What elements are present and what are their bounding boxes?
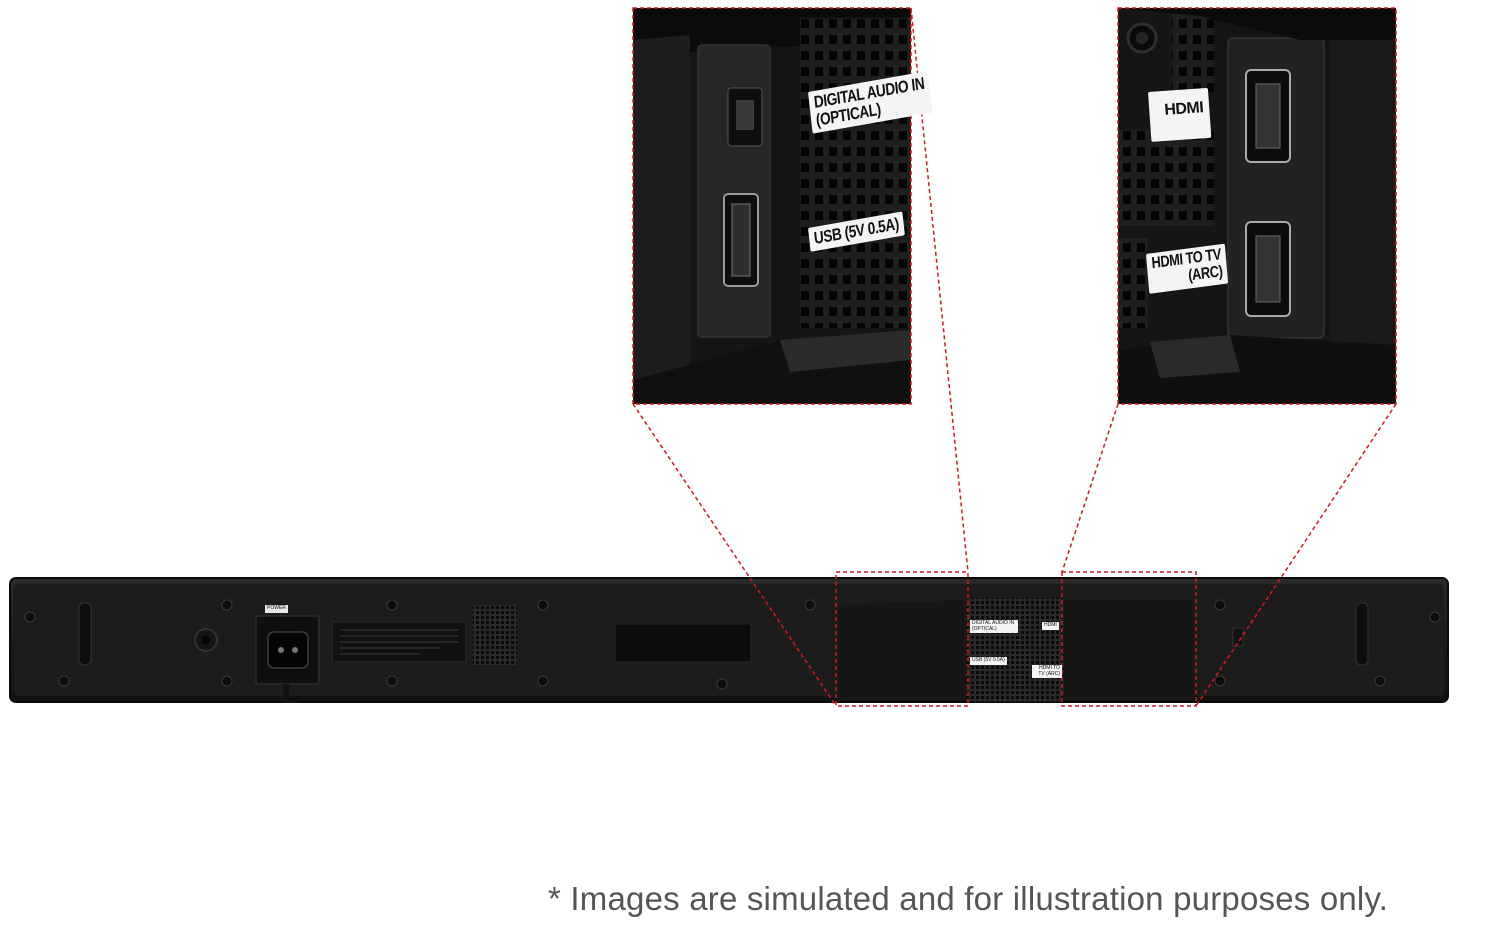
soundbar-mini-hdmi-arc-label: HDMI TO TV (ARC) [1032, 665, 1062, 678]
soundbar-mini-usb-label: USB (5V 0.5A) [970, 657, 1007, 665]
callout-left-closeup [633, 8, 911, 404]
soundbar-mini-hdmi-label: HDMI [1042, 622, 1059, 630]
callout-left-frame [632, 7, 912, 405]
soundbar-body [9, 577, 1449, 703]
label-hdmi: HDMI [1148, 87, 1212, 142]
disclaimer-text: * Images are simulated and for illustrat… [548, 880, 1389, 917]
label-hdmi-text: HDMI [1163, 99, 1204, 119]
soundbar-frame-right [1061, 571, 1197, 707]
soundbar-mini-optical-label: DIGITAL AUDIO IN (OPTICAL) [970, 620, 1018, 633]
callout-right-frame [1117, 7, 1397, 405]
soundbar-frame-left [835, 571, 969, 707]
callout-right-closeup [1118, 8, 1396, 404]
soundbar-power-label: POWER [265, 605, 288, 613]
